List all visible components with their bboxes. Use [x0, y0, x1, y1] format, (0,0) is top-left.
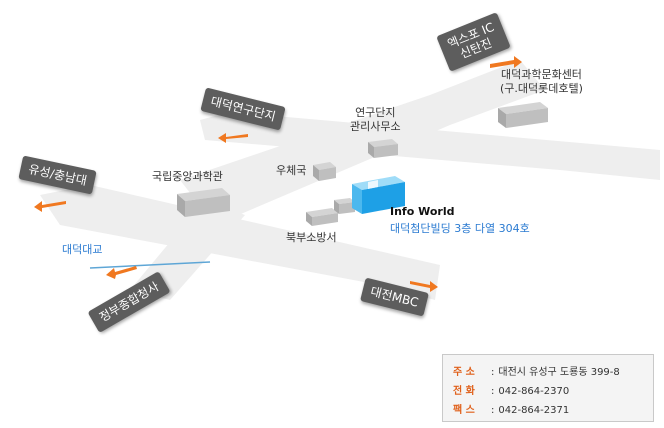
label-company-name: Info World	[390, 205, 455, 218]
contact-info-box: 주 소:대전시 유성구 도룡동 399-8 전 화:042-864-2370 팩…	[442, 354, 654, 422]
fire-station-building	[306, 208, 338, 226]
arrow-expo	[490, 56, 522, 68]
address-row: 주 소:대전시 유성구 도룡동 399-8	[453, 363, 620, 378]
post-office-building	[313, 162, 336, 181]
label-fire-station: 북부소방서	[286, 231, 337, 244]
arrow-mbc	[410, 281, 438, 292]
road-research-complex	[200, 112, 660, 180]
info-world-building	[352, 176, 405, 214]
phone-row: 전 화:042-864-2370	[453, 382, 569, 397]
label-company-address: 대덕첨단빌딩 3층 다열 304호	[390, 222, 530, 235]
research-admin-building	[368, 139, 398, 158]
address-value: 대전시 유성구 도룡동 399-8	[498, 367, 620, 378]
small-annex-building	[334, 198, 355, 214]
fax-value: 042-864-2371	[498, 405, 570, 416]
road-yuseong-mbc	[40, 185, 440, 300]
fax-label: 팩 스	[453, 405, 475, 416]
label-bridge: 대덕대교	[62, 243, 103, 256]
label-science-museum: 국립중앙과학관	[152, 170, 223, 183]
arrow-government	[106, 266, 137, 279]
arrow-yuseong	[34, 201, 66, 212]
arrow-research	[218, 133, 248, 143]
convention-building	[498, 102, 548, 128]
phone-label: 전 화	[453, 386, 475, 397]
label-research-admin: 연구단지 관리사무소	[350, 106, 401, 133]
address-label: 주 소	[453, 367, 475, 378]
label-convention-center: 대덕과학문화센터 (구.대덕롯데호텔)	[500, 68, 583, 95]
label-post-office: 우체국	[276, 164, 307, 177]
fax-row: 팩 스:042-864-2371	[453, 401, 569, 416]
phone-value: 042-864-2370	[498, 386, 570, 397]
science-museum-building	[177, 188, 230, 217]
bridge-line	[89, 261, 211, 269]
